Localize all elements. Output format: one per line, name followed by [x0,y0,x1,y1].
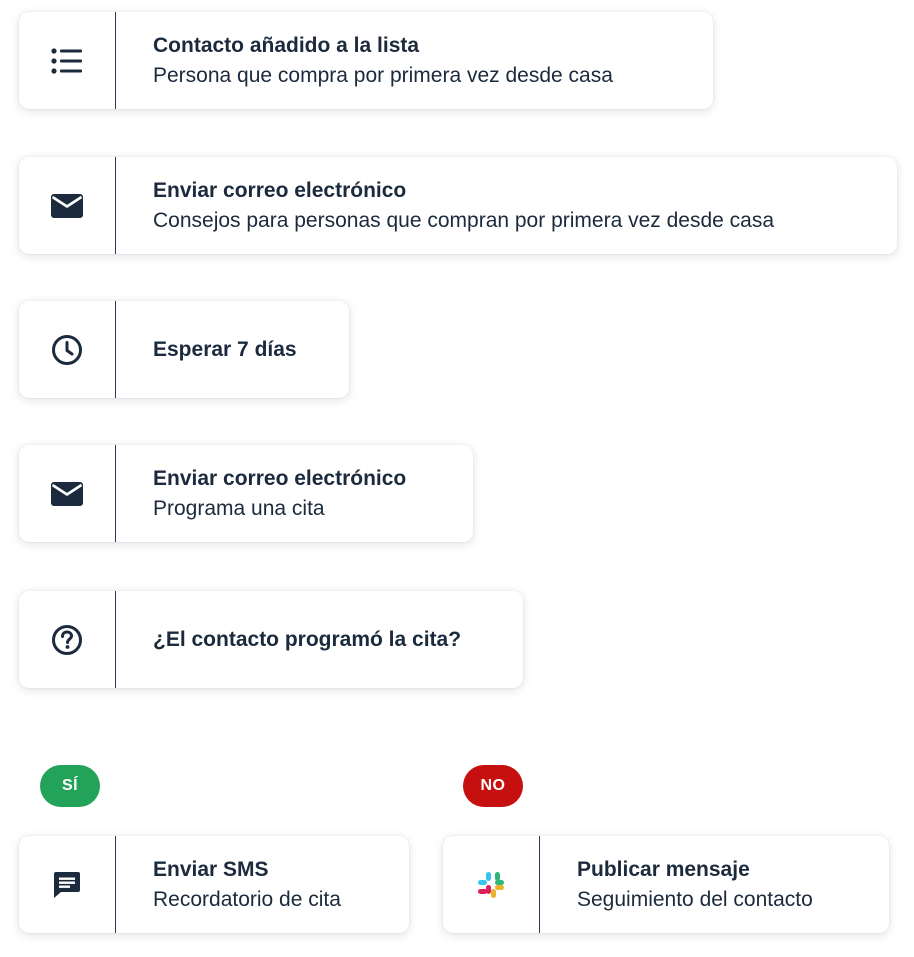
step-card-send-email-tips[interactable]: Enviar correo electrónico Consejos para … [19,157,897,254]
step-text: Publicar mensaje Seguimiento del contact… [577,836,871,933]
branch-no-badge: NO [463,765,523,807]
step-title: Contacto añadido a la lista [153,33,420,57]
step-subtitle: Recordatorio de cita [153,887,341,911]
step-title: Publicar mensaje [577,857,750,881]
branch-yes-card-send-sms[interactable]: Enviar SMS Recordatorio de cita [19,836,409,933]
step-subtitle: Seguimiento del contacto [577,887,813,911]
step-title: Enviar SMS [153,857,269,881]
step-title: Enviar correo electrónico [153,178,407,202]
step-icon-cell [19,591,116,688]
step-subtitle: Persona que compra por primera vez desde… [153,63,613,87]
step-title: ¿El contacto programó la cita? [153,627,462,651]
envelope-icon [51,193,83,218]
step-text: Enviar SMS Recordatorio de cita [153,836,391,933]
envelope-icon [51,481,83,506]
question-circle-icon [52,624,82,655]
step-text: Enviar correo electrónico Programa una c… [153,445,455,542]
branch-no-card-post-message[interactable]: Publicar mensaje Seguimiento del contact… [443,836,889,933]
step-card-send-email-appointment[interactable]: Enviar correo electrónico Programa una c… [19,445,473,542]
step-text: ¿El contacto programó la cita? [153,591,505,688]
step-text: Enviar correo electrónico Consejos para … [153,157,879,254]
step-subtitle: Consejos para personas que compran por p… [153,208,775,232]
step-title: Esperar 7 días [153,337,297,361]
step-icon-cell [443,836,540,933]
step-text: Contacto añadido a la lista Persona que … [153,12,695,109]
step-icon-cell [19,12,116,109]
step-icon-cell [19,836,116,933]
list-icon [51,47,82,74]
branch-yes-badge: SÍ [40,765,100,807]
clock-icon [52,334,82,365]
step-text: Esperar 7 días [153,301,331,398]
step-title: Enviar correo electrónico [153,466,407,490]
step-card-wait[interactable]: Esperar 7 días [19,301,349,398]
step-card-contact-added[interactable]: Contacto añadido a la lista Persona que … [19,12,713,109]
step-icon-cell [19,445,116,542]
step-icon-cell [19,157,116,254]
step-card-condition[interactable]: ¿El contacto programó la cita? [19,591,523,688]
step-subtitle: Programa una cita [153,496,325,520]
step-icon-cell [19,301,116,398]
slack-icon [478,871,504,898]
sms-message-icon [54,871,80,898]
